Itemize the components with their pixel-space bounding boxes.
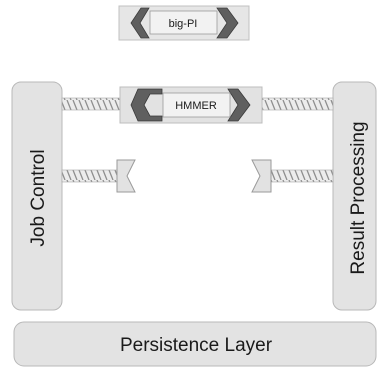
plugin-big-pi: big-PI xyxy=(118,5,250,41)
plugin-big-pi-label-box xyxy=(149,10,218,35)
empty-socket-row xyxy=(61,159,334,193)
right-chevron-icon xyxy=(227,88,251,122)
left-lower-spring-connector xyxy=(61,169,119,183)
hmmer-label-box xyxy=(162,92,231,118)
right-lower-spring-connector xyxy=(269,169,334,183)
result-processing-column: Result Processing xyxy=(332,81,377,311)
persistence-layer: Persistence Layer xyxy=(13,321,377,367)
job-control-column: Job Control xyxy=(11,81,63,311)
left-empty-socket xyxy=(116,159,136,193)
hmmer-connector-row: HMMER xyxy=(61,86,334,124)
right-spring-connector xyxy=(261,97,334,111)
left-bracket-icon xyxy=(130,88,163,122)
right-empty-socket xyxy=(251,159,272,193)
right-chevron-icon xyxy=(216,7,239,39)
result-processing-label: Result Processing xyxy=(348,121,369,274)
hmmer-label: HMMER xyxy=(175,100,217,112)
job-control-label: Job Control xyxy=(28,149,49,246)
plugin-big-pi-label: big-PI xyxy=(169,18,198,30)
left-spring-connector xyxy=(61,97,121,111)
persistence-layer-label: Persistence Layer xyxy=(120,335,273,356)
result-processing-panel xyxy=(332,81,377,311)
job-control-panel xyxy=(11,81,63,311)
left-chevron-icon xyxy=(130,7,150,39)
persistence-layer-bar xyxy=(13,321,377,367)
